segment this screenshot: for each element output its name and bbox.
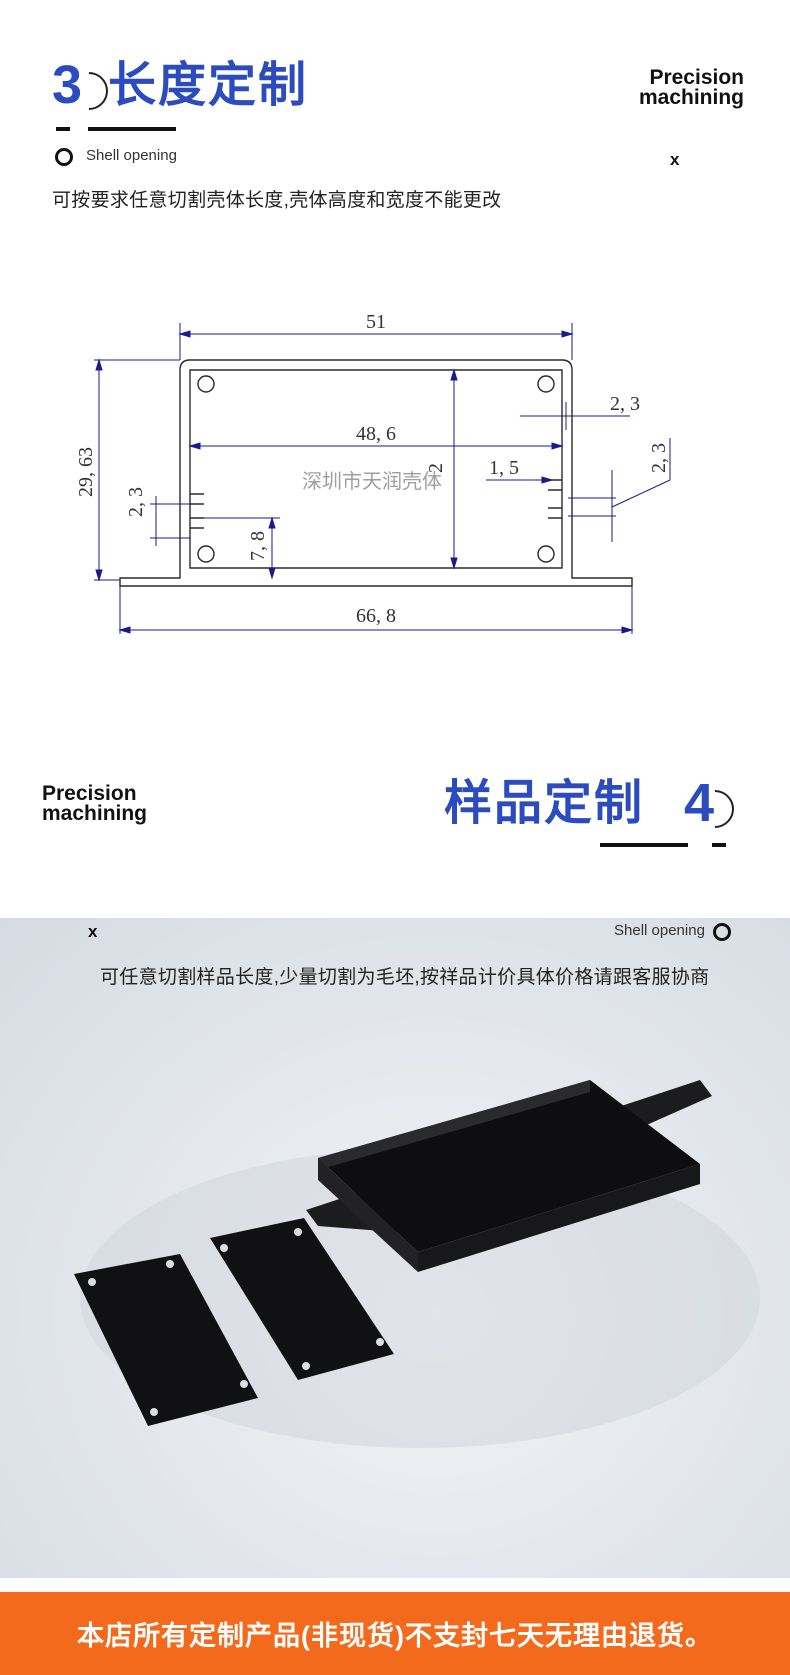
section3-precision-line1: Precision — [649, 66, 744, 89]
dim-base-width: 66, 8 — [356, 605, 396, 627]
section4-divider-short — [712, 843, 726, 847]
dim-total-height: 29, 63 — [75, 447, 97, 497]
section4-divider-long — [600, 843, 688, 847]
section3-divider-long — [88, 127, 176, 131]
dim-top-width: 51 — [366, 311, 386, 333]
section3-shell-opening: Shell opening — [86, 147, 177, 164]
footer-notice: 本店所有定制产品(非现货)不支封七天无理由退货。 — [77, 1621, 713, 1651]
section4-precision-line2: machining — [42, 802, 148, 825]
dim-gap: 1, 5 — [489, 457, 519, 479]
section4-description: 可任意切割样品长度,少量切割为毛坯,按祥品计价具体价格请跟客服协商 — [100, 967, 710, 988]
section4-number: 4 — [684, 773, 715, 833]
section4-shell-opening: Shell opening — [614, 922, 705, 939]
dim-slot-right: 2, 3 — [648, 443, 670, 473]
section3-x-mark: x — [670, 150, 680, 169]
section4-circle-icon — [713, 923, 731, 941]
section4-precision-line1: Precision — [42, 782, 137, 805]
drawing-watermark: 深圳市天润壳体 — [302, 470, 442, 493]
section4-precision-label: Precision machining — [42, 782, 148, 825]
footer-banner: 本店所有定制产品(非现货)不支封七天无理由退货。 — [0, 1592, 790, 1675]
section3-number: 3 — [52, 55, 83, 115]
dim-rib: 7, 8 — [247, 531, 269, 561]
section4-x-mark: x — [88, 922, 98, 941]
dim-inner-width: 48, 6 — [356, 423, 396, 445]
enclosure-illustration — [74, 1080, 760, 1448]
dim-inner-height: 2 — [425, 463, 447, 473]
dim-wall-right: 2, 3 — [610, 393, 640, 415]
section3-circle-icon — [55, 148, 73, 166]
section3-divider-short — [56, 127, 70, 131]
section3-precision-line2: machining — [638, 86, 744, 109]
dim-slot-left: 2, 3 — [125, 487, 147, 517]
profile-drawing: 51 48, 6 2, 3 1, 5 2, 3 2 29, 63 2, 3 7,… — [75, 311, 671, 634]
section3-precision-label: Precision machining — [638, 66, 744, 109]
section3-title: 长度定制 — [108, 59, 309, 112]
product-photo — [0, 918, 790, 1578]
section3-description: 可按要求任意切割壳体长度,壳体高度和宽度不能更改 — [52, 190, 502, 211]
section4-title: 样品定制 — [444, 777, 645, 830]
